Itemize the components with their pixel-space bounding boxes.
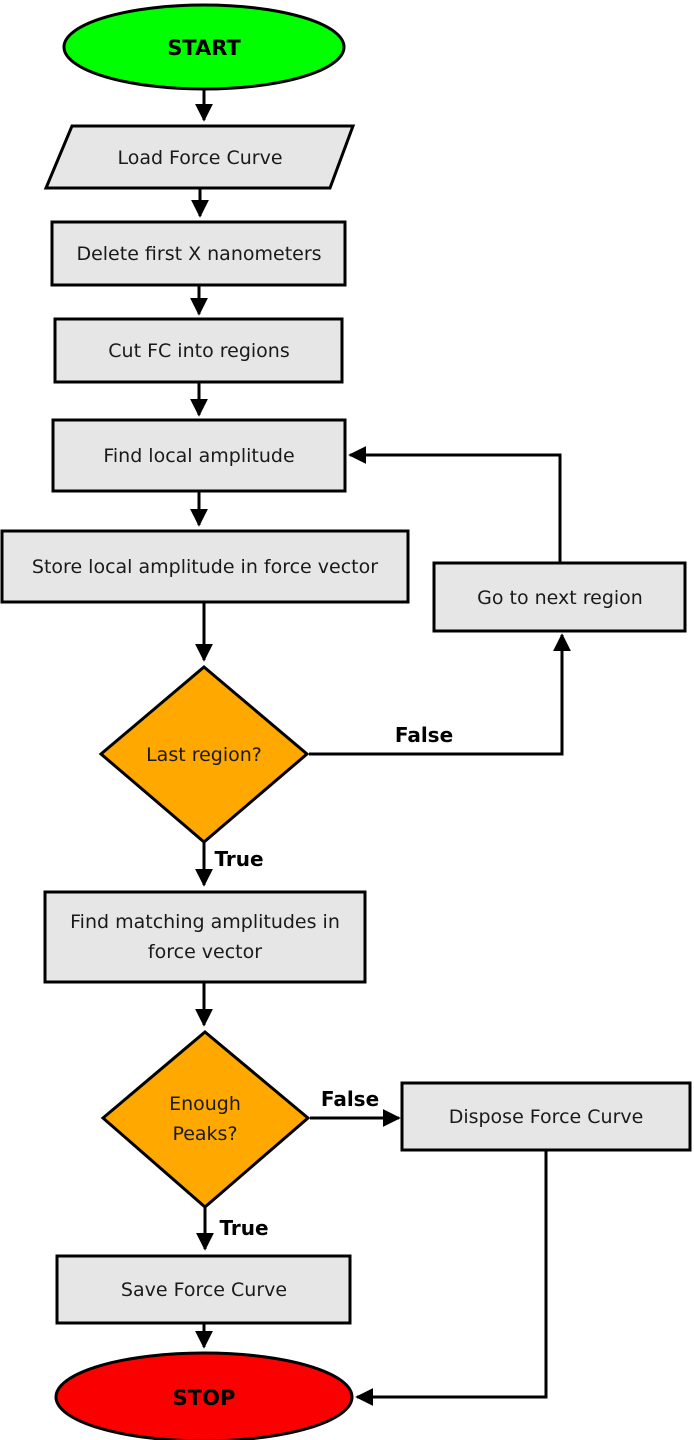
enough-peaks-decision bbox=[100, 1030, 311, 1209]
enough-peaks-true-edge-label: True bbox=[219, 1216, 268, 1240]
arrow-lastregion-false-to-gonext bbox=[309, 633, 571, 756]
stop-terminator bbox=[54, 1351, 354, 1440]
arrow-gonext-to-findlocal bbox=[348, 446, 562, 563]
start-terminator bbox=[62, 3, 346, 91]
dispose-force-curve-box bbox=[400, 1081, 692, 1152]
store-local-amplitude-label: Store local amplitude in force vector bbox=[32, 556, 378, 578]
dispose-force-curve-label: Dispose Force Curve bbox=[449, 1106, 644, 1128]
last-region-true-edge-label: True bbox=[214, 847, 263, 871]
find-local-amplitude-label: Find local amplitude bbox=[103, 445, 294, 467]
start-label: START bbox=[167, 36, 241, 60]
last-region-decision bbox=[98, 665, 310, 844]
enough-peaks-label-line1: Enough bbox=[169, 1093, 241, 1115]
save-force-curve-label: Save Force Curve bbox=[121, 1279, 287, 1301]
arrow-dispose-to-stop bbox=[355, 1150, 548, 1406]
load-force-curve-label: Load Force Curve bbox=[117, 147, 282, 169]
enough-peaks-false-edge-label: False bbox=[321, 1087, 379, 1111]
store-local-amplitude-box bbox=[0, 529, 410, 604]
enough-peaks-label-line2: Peaks? bbox=[172, 1123, 237, 1145]
find-local-amplitude-box bbox=[51, 418, 347, 493]
stop-label: STOP bbox=[173, 1386, 236, 1410]
find-matching-label-line1: Find matching amplitudes in bbox=[70, 911, 340, 933]
find-matching-label-line2: force vector bbox=[148, 941, 262, 963]
last-region-label: Last region? bbox=[146, 744, 262, 766]
cut-fc-box bbox=[53, 317, 344, 384]
save-force-curve-box bbox=[55, 1254, 352, 1325]
delete-first-x-box bbox=[50, 220, 347, 287]
delete-first-x-label: Delete first X nanometers bbox=[76, 243, 321, 265]
go-next-region-label: Go to next region bbox=[477, 587, 643, 609]
cut-fc-label: Cut FC into regions bbox=[108, 340, 289, 362]
find-matching-box bbox=[43, 890, 367, 984]
load-force-curve-parallelogram bbox=[43, 124, 356, 190]
go-next-region-box bbox=[432, 561, 687, 633]
last-region-false-edge-label: False bbox=[395, 723, 453, 747]
